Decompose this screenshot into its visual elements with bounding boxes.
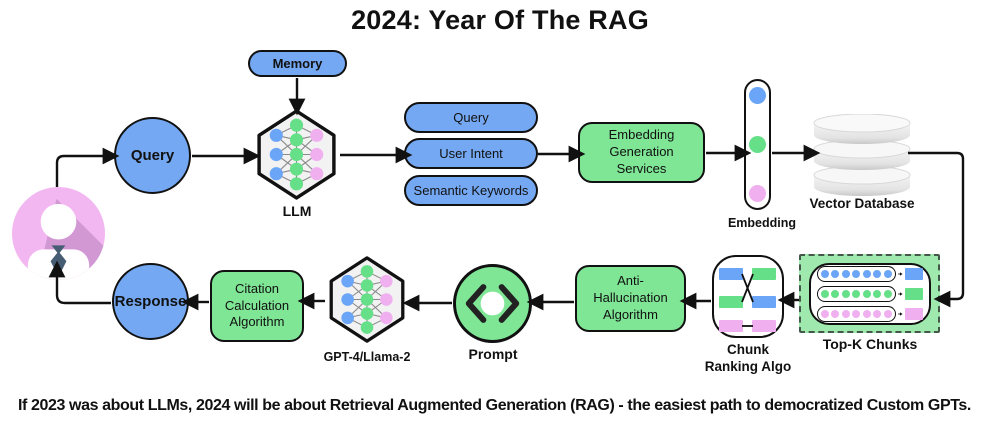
pill-user-intent-label: User Intent xyxy=(439,146,503,161)
pill-semantic-keywords-label: Semantic Keywords xyxy=(413,183,529,198)
citation-label: Citation Calculation Algorithm xyxy=(224,280,290,330)
bottom-caption: If 2023 was about LLMs, 2024 will be abo… xyxy=(18,397,971,414)
rank-rect-bot-right xyxy=(752,320,776,332)
query-node-label: Query xyxy=(130,147,175,164)
pill-query: Query xyxy=(404,102,538,133)
rank-rect-mid-right xyxy=(752,296,776,308)
llm-label: LLM xyxy=(282,203,312,219)
citation-node: Citation Calculation Algorithm xyxy=(210,270,304,342)
embedding-dot-green xyxy=(749,136,766,153)
response-node-label: Response xyxy=(114,293,187,310)
pill-semantic-keywords: Semantic Keywords xyxy=(404,175,538,206)
rank-rect-bot-left xyxy=(719,320,743,332)
chunk-result-pink xyxy=(904,307,923,320)
chunk-row-blue xyxy=(816,265,923,282)
prompt-node xyxy=(453,264,532,343)
user-avatar-icon xyxy=(11,186,106,281)
arrow-user-to-query xyxy=(55,147,120,187)
chunk-row-green xyxy=(816,285,923,302)
vector-database-icon xyxy=(813,114,911,196)
chunk-ranking-node xyxy=(712,255,784,338)
chunk-row-pink xyxy=(816,305,923,322)
memory-node-label: Memory xyxy=(272,56,323,71)
anti-hallucination-node: Anti-Hallucination Algorithm xyxy=(575,265,686,332)
response-node: Response xyxy=(112,263,189,340)
chunk-result-green xyxy=(904,287,923,300)
embedding-services-label: Embedding Generation Services xyxy=(608,127,675,176)
gpt-neural-network-icon xyxy=(329,256,405,343)
vector-database-label: Vector Database xyxy=(809,196,915,211)
query-node: Query xyxy=(114,117,191,194)
gpt-label: GPT-4/Llama-2 xyxy=(323,350,411,364)
mini-arrow-icon xyxy=(897,291,902,296)
chunk-pill-pink xyxy=(816,305,896,322)
topk-chunks-label: Top-K Chunks xyxy=(822,336,918,352)
topk-chunks-node xyxy=(799,254,940,333)
chunk-ranking-label-line2: Ranking Algo xyxy=(704,358,792,374)
anti-hallucination-label: Anti-Hallucination Algorithm xyxy=(593,273,668,322)
embedding-services-node: Embedding Generation Services xyxy=(578,122,705,183)
chunk-pill-green xyxy=(816,285,896,302)
pill-query-label: Query xyxy=(453,110,489,125)
chunk-ranking-label-line1: Chunk xyxy=(727,342,769,357)
pill-user-intent: User Intent xyxy=(404,138,538,169)
chunk-result-blue xyxy=(904,267,923,280)
rank-rect-top-right xyxy=(752,268,776,280)
chunk-ranking-label: Chunk Ranking Algo xyxy=(698,342,798,376)
mini-arrow-icon xyxy=(897,271,902,276)
embedding-vector-icon xyxy=(744,79,771,210)
mini-arrow-icon xyxy=(897,311,902,316)
rank-swap-lines xyxy=(741,273,754,327)
rank-rect-top-left xyxy=(719,268,743,280)
chunk-pill-blue xyxy=(816,265,896,282)
llm-neural-network-icon xyxy=(257,109,336,200)
embedding-dot-pink xyxy=(749,185,766,202)
topk-chunks-inner xyxy=(808,262,931,325)
rank-rect-mid-left xyxy=(719,296,743,308)
embedding-dot-blue xyxy=(749,87,766,104)
prompt-label: Prompt xyxy=(468,346,518,362)
embedding-label: Embedding xyxy=(727,216,797,230)
memory-node: Memory xyxy=(248,50,347,77)
diagram-title: 2024: Year Of The RAG xyxy=(351,5,649,35)
code-brackets-icon xyxy=(465,284,520,323)
